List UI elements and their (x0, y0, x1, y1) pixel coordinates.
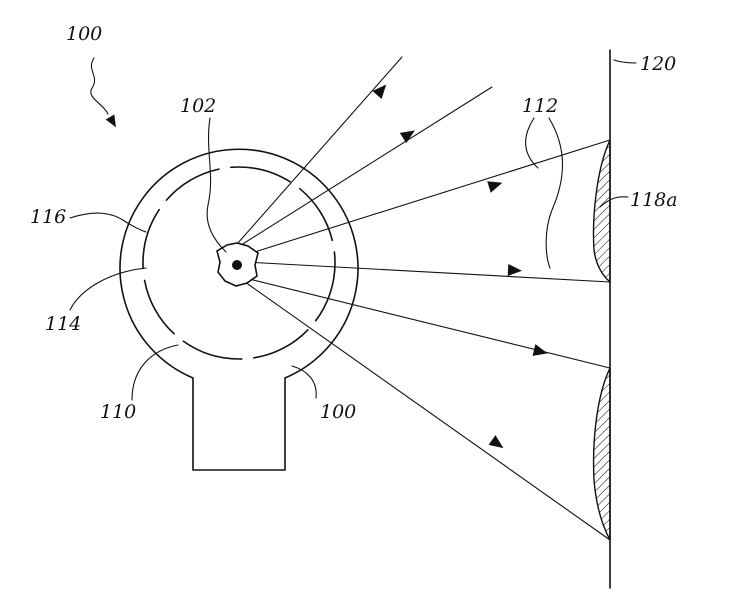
label-light-source: 102 (180, 95, 216, 117)
label-housing: 100 (320, 401, 356, 423)
light-source-core (232, 260, 242, 270)
target-region-lower (594, 368, 610, 540)
label-surface: 120 (640, 53, 676, 75)
label-base: 110 (100, 401, 136, 423)
label-rays: 112 (522, 95, 558, 117)
label-housing-outer: 116 (30, 206, 66, 228)
target-region-upper (594, 140, 610, 282)
label-target: 118a (630, 189, 678, 211)
label-inner-ring: 114 (45, 313, 81, 335)
ray-arrowheads (372, 81, 549, 453)
light-rays (230, 57, 610, 540)
figure-ref-arrowhead (106, 115, 121, 130)
label-figure-ref: 100 (66, 23, 102, 45)
